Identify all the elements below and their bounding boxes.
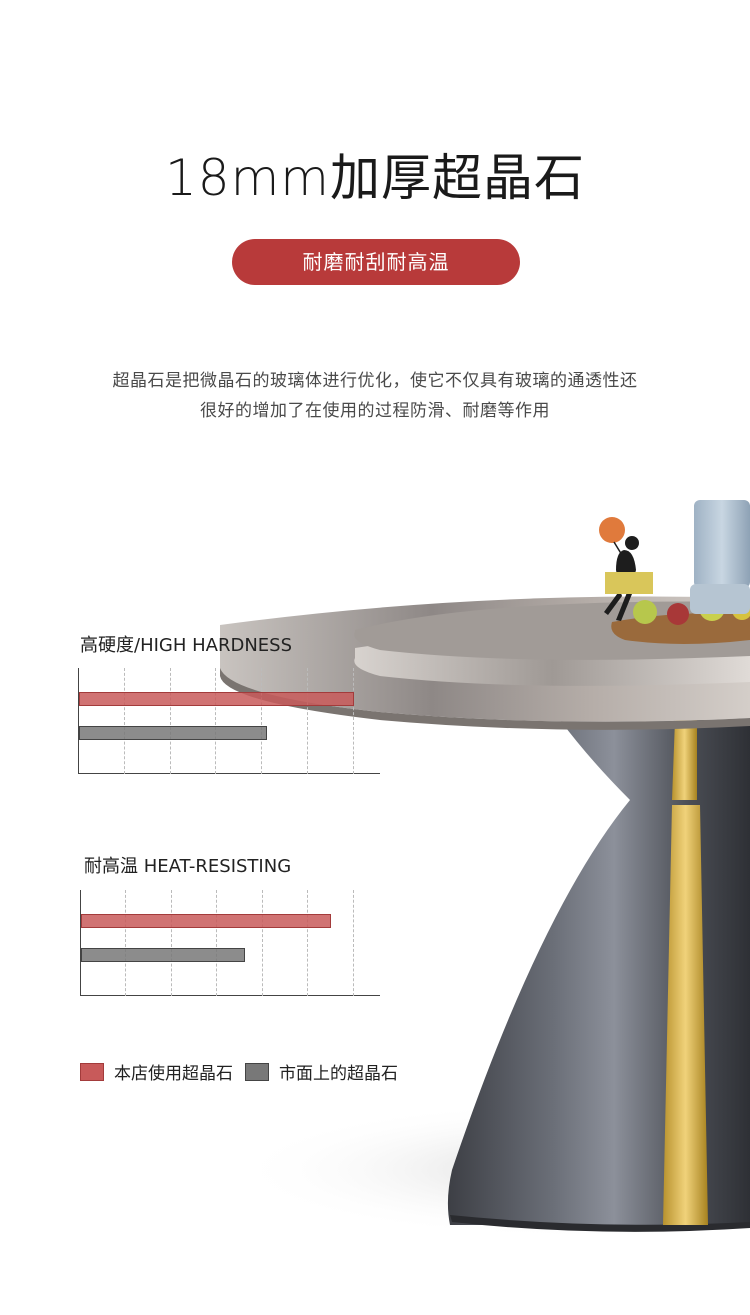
chart-1-gridline [307,890,308,996]
chart-1-gridline [216,890,217,996]
chart-1-gridline [171,890,172,996]
hardness-chart [78,668,380,774]
chart-0-gridline [353,668,354,774]
legend-item-market: 市面上的超晶石 [245,1059,398,1084]
legend-swatch-market [245,1062,269,1081]
page-title: 18mm加厚超晶石 [164,149,586,207]
chart-0-gridline [215,668,216,774]
legend-swatch-ours [80,1062,104,1081]
hardness-chart-title: 高硬度/HIGH HARDNESS [80,635,293,656]
feature-badge: 耐磨耐刮耐高温 [232,239,520,285]
chart-1-gridline [353,890,354,996]
chart-0-gridline [170,668,171,774]
chart-0-gridline [307,668,308,774]
hardness-y-axis [78,668,79,774]
chart-legend: 本店使用超晶石 市面上的超晶石 [80,1059,410,1084]
chart-1-gridline [125,890,126,996]
hardness-x-axis [78,773,380,774]
chart-0-bar-market [79,726,267,740]
chart-1-gridline [262,890,263,996]
legend-label-ours: 本店使用超晶石 [114,1064,233,1084]
legend-item-ours: 本店使用超晶石 [80,1059,233,1084]
heat-chart [80,890,380,996]
heat-chart-title: 耐高温 HEAT-RESISTING [84,856,292,877]
dining-table-image [160,500,750,1240]
chart-1-bar-ours [81,914,331,928]
description-line-2: 很好的增加了在使用的过程防滑、耐磨等作用 [200,401,550,421]
chart-0-gridline [261,668,262,774]
chart-1-bar-market [81,948,245,962]
heat-x-axis [80,995,380,996]
description-line-1: 超晶石是把微晶石的玻璃体进行优化，使它不仅具有玻璃的通透性还 [112,371,638,391]
chart-0-gridline [124,668,125,774]
heat-y-axis [80,890,81,996]
legend-label-market: 市面上的超晶石 [279,1064,398,1084]
chart-0-bar-ours [79,692,354,706]
